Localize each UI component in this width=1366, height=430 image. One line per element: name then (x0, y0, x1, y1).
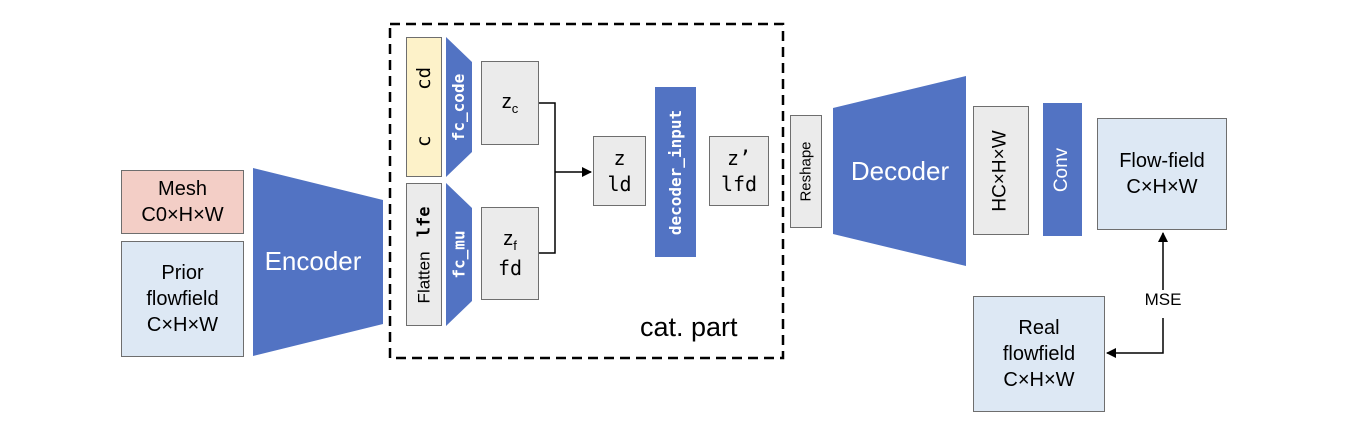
conv-label: Conv (1051, 147, 1073, 192)
decoder-label: Decoder (850, 156, 950, 186)
prior-flowfield-box: Prior flowfield C×H×W (121, 241, 244, 357)
cat-part-frame (388, 22, 785, 360)
z-dim: ld (607, 172, 632, 196)
z-prime-dim: lfd (720, 172, 758, 196)
conv-bar: Conv (1043, 103, 1082, 236)
fc-code-label: fc_code (449, 73, 469, 141)
zc-sub: c (511, 100, 519, 116)
zf-main: z (503, 228, 514, 251)
zf-connector (539, 172, 556, 254)
decoder-shape (833, 76, 966, 266)
fc-code-shape (446, 37, 472, 177)
zc-box: zc (481, 61, 539, 145)
real-flowfield-label: Real flowfield C×H×W (1002, 317, 1076, 391)
decoder-input-bar: decoder_input (655, 87, 696, 257)
cat-part-caption: cat. part (640, 312, 738, 342)
hcxhxw-box: HC×H×W (973, 106, 1029, 235)
mse-label: MSE (1140, 290, 1186, 310)
real-flowfield-box: Real flowfield C×H×W (973, 296, 1105, 412)
prior-flowfield-label: Prior flowfield C×H×W (146, 262, 219, 336)
c-code-box: c cd (406, 37, 442, 177)
fc-code-label-wrap: fc_code (446, 37, 472, 177)
mesh-input-box: Mesh C0×H×W (121, 170, 244, 234)
encoder-shape (253, 168, 383, 356)
z-prime-box: z’ lfd (709, 136, 769, 206)
mse-arrow-left (1106, 318, 1164, 358)
fc-mu-label: fc_mu (449, 230, 469, 279)
c-code-text: c cd (413, 67, 435, 147)
flatten-box: Flatten lfe (406, 183, 442, 326)
cd-label: cd (413, 66, 436, 90)
flow-field-box: Flow-field C×H×W (1097, 118, 1227, 230)
hcxhxw-label: HC×H×W (990, 129, 1012, 212)
reshape-label: Reshape (797, 141, 815, 202)
z-prime-label: z’ (726, 146, 752, 170)
z-box: z ld (593, 136, 646, 206)
zc-connector (539, 102, 556, 172)
lfe-label: lfe (414, 206, 434, 237)
zf-dim: fd (497, 255, 523, 280)
z-label: z (613, 146, 626, 170)
zf-label: zf (503, 226, 517, 255)
reshape-box: Reshape (790, 115, 822, 228)
flatten-label: Flatten (414, 250, 433, 303)
decoder-input-label: decoder_input (666, 109, 686, 235)
flatten-text: Flatten lfe (414, 206, 434, 303)
zc-main: z (501, 90, 512, 113)
flow-field-label: Flow-field C×H×W (1119, 150, 1205, 198)
zf-sub: f (513, 238, 517, 254)
c-label: c (413, 135, 436, 148)
fc-mu-shape (446, 183, 472, 326)
zc-label: zc (502, 89, 519, 118)
mesh-label: Mesh C0×H×W (141, 178, 224, 226)
encoder-label: Encoder (264, 246, 362, 276)
fc-mu-label-wrap: fc_mu (446, 183, 472, 326)
zf-box: zf fd (481, 207, 539, 300)
